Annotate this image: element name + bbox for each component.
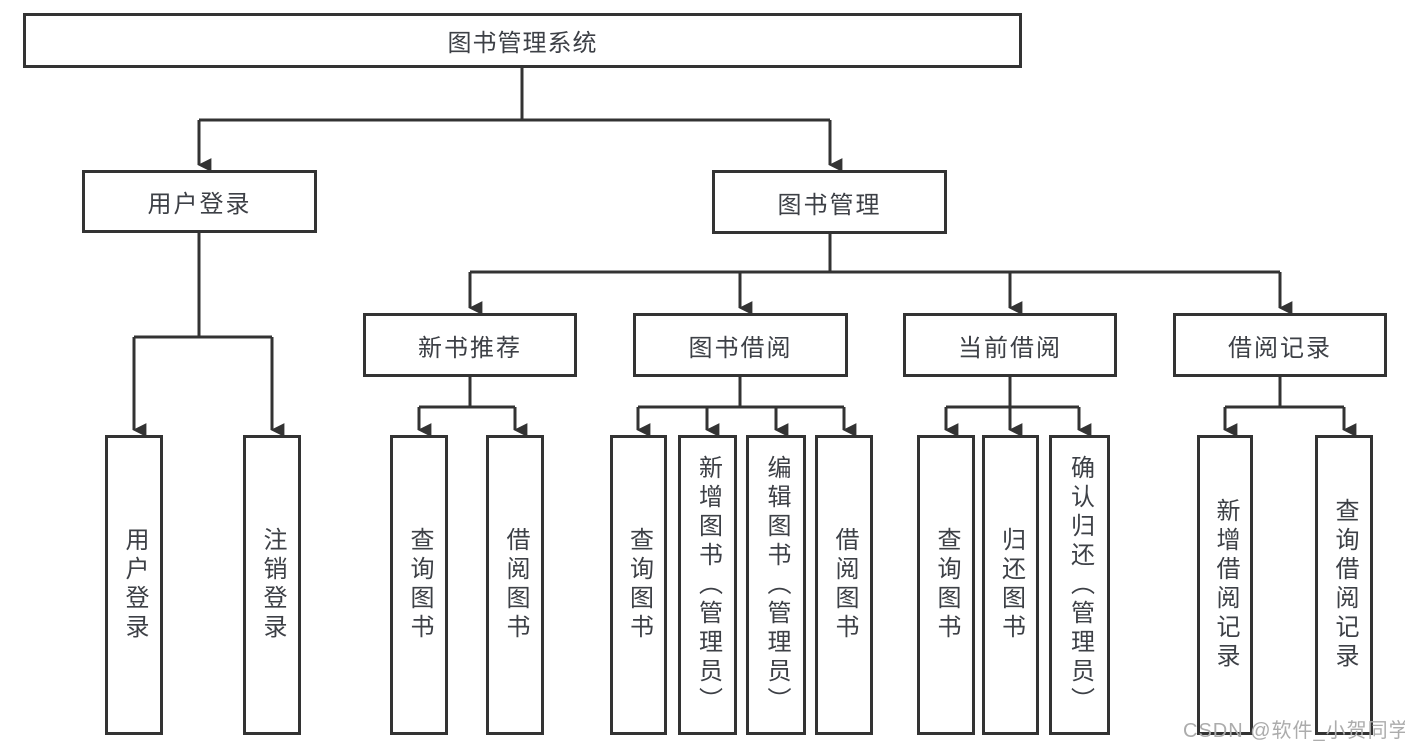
leaf-newbook-borrow-label: 借阅图书 — [502, 527, 529, 643]
node-new-book-recommend: 新书推荐 — [363, 313, 577, 377]
leaf-borrow-query-label: 查询图书 — [625, 527, 653, 643]
leaf-current-return: 归还图书 — [982, 435, 1039, 735]
leaf-borrow-borrow: 借阅图书 — [815, 435, 873, 735]
leaf-borrow-add-label: 新增图书（管理员） — [694, 454, 722, 716]
leaf-records-query: 查询借阅记录 — [1315, 435, 1373, 735]
node-book-management: 图书管理 — [712, 170, 947, 234]
leaf-newbook-query-label: 查询图书 — [406, 527, 433, 643]
leaf-newbook-query: 查询图书 — [390, 435, 448, 735]
leaf-current-return-label: 归还图书 — [997, 527, 1025, 643]
leaf-logout: 注销登录 — [243, 435, 301, 735]
leaf-borrow-edit-label: 编辑图书（管理员） — [763, 454, 790, 716]
leaf-records-query-label: 查询借阅记录 — [1331, 498, 1358, 672]
leaf-records-add: 新增借阅记录 — [1197, 435, 1253, 735]
leaf-user-login: 用户登录 — [105, 435, 163, 735]
node-borrow-records: 借阅记录 — [1173, 313, 1387, 377]
leaf-borrow-query: 查询图书 — [610, 435, 667, 735]
leaf-borrow-add: 新增图书（管理员） — [678, 435, 737, 735]
leaf-newbook-borrow: 借阅图书 — [486, 435, 544, 735]
leaf-current-query: 查询图书 — [917, 435, 975, 735]
leaf-current-query-label: 查询图书 — [933, 527, 960, 643]
leaf-borrow-edit: 编辑图书（管理员） — [746, 435, 806, 735]
node-current-borrow: 当前借阅 — [903, 313, 1117, 377]
leaf-logout-label: 注销登录 — [259, 527, 286, 643]
leaf-borrow-borrow-label: 借阅图书 — [831, 527, 858, 643]
leaf-records-add-label: 新增借阅记录 — [1212, 498, 1239, 672]
node-root: 图书管理系统 — [23, 13, 1022, 68]
node-user-login: 用户登录 — [82, 170, 317, 233]
csdn-watermark: CSDN @软件_小贺同学 — [1183, 720, 1405, 742]
leaf-current-confirm-label: 确认归还（管理员） — [1066, 454, 1094, 716]
leaf-current-confirm: 确认归还（管理员） — [1049, 435, 1110, 735]
leaf-user-login-label: 用户登录 — [121, 527, 148, 643]
node-book-borrow: 图书借阅 — [633, 313, 848, 377]
